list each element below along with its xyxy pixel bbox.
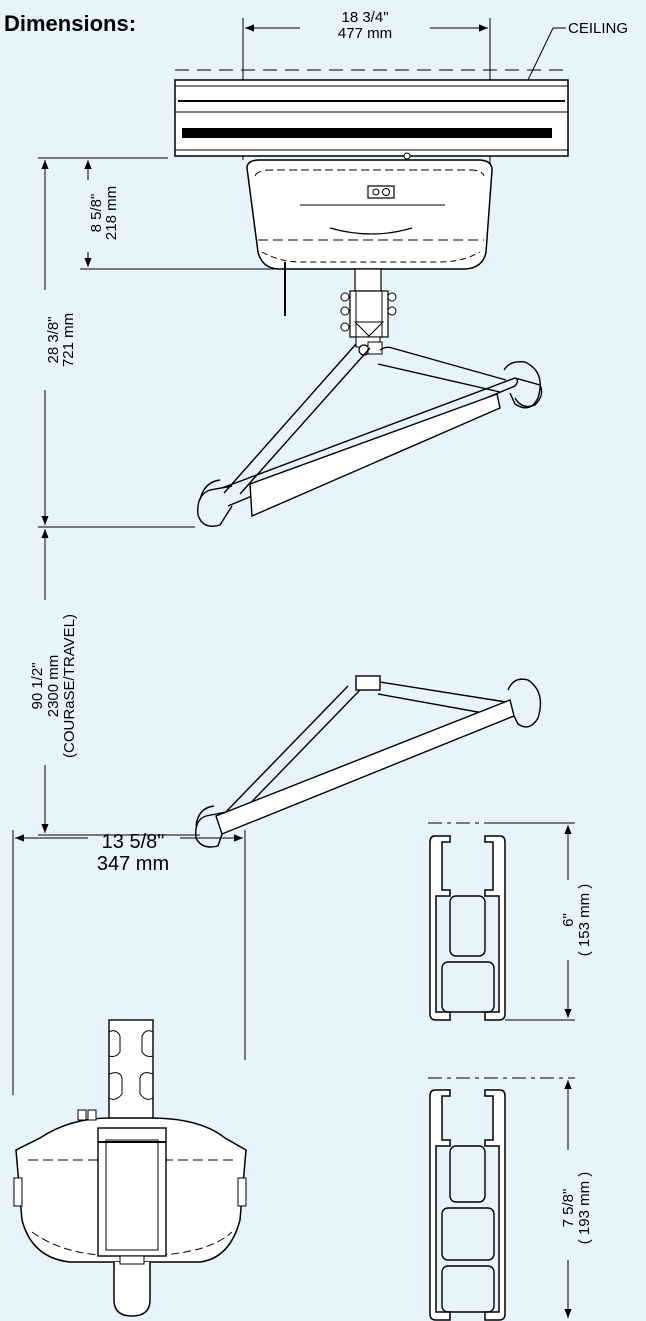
side-width-inch-label: 13 5/8" bbox=[102, 831, 165, 853]
travel-inch-label: 90 1/2" bbox=[29, 662, 46, 709]
motor-height-inch-label: 8 5/8" bbox=[88, 194, 105, 233]
motor-unit-front bbox=[246, 152, 493, 316]
ceiling-label: CEILING bbox=[568, 20, 628, 37]
strap-hanger bbox=[340, 268, 397, 356]
rail-large-mm-label: ( 193 mm ) bbox=[576, 1172, 593, 1245]
rail-small-mm-label: ( 153 mm ) bbox=[576, 884, 593, 957]
ceiling-leader bbox=[527, 27, 566, 81]
rail-profile-large bbox=[428, 1077, 575, 1321]
page-title: Dimensions: bbox=[4, 11, 137, 36]
overall-height-inch-label: 28 3/8" bbox=[45, 316, 62, 363]
motor-height-mm-label: 218 mm bbox=[103, 186, 120, 240]
side-width-mm-label: 347 mm bbox=[97, 853, 169, 875]
ceiling-rail bbox=[174, 69, 569, 157]
side-width-dimension bbox=[12, 830, 246, 1095]
left-dimension-lines bbox=[38, 157, 285, 836]
rail-small-inch-label: 6" bbox=[560, 913, 577, 927]
rail-profile-small bbox=[428, 822, 575, 1021]
rail-large-inch-label: 7 5/8" bbox=[560, 1189, 577, 1228]
top-width-inch-label: 18 3/4" bbox=[341, 9, 388, 26]
spreader-bar-lower bbox=[195, 675, 542, 848]
top-width-mm-label: 477 mm bbox=[338, 25, 392, 42]
motor-unit-side bbox=[13, 1019, 247, 1317]
travel-note-label: (COURaSE/TRAVEL) bbox=[61, 614, 78, 758]
spreader-bar-upper bbox=[197, 343, 543, 527]
overall-height-mm-label: 721 mm bbox=[60, 313, 77, 367]
travel-mm-label: 2300 mm bbox=[45, 655, 62, 718]
